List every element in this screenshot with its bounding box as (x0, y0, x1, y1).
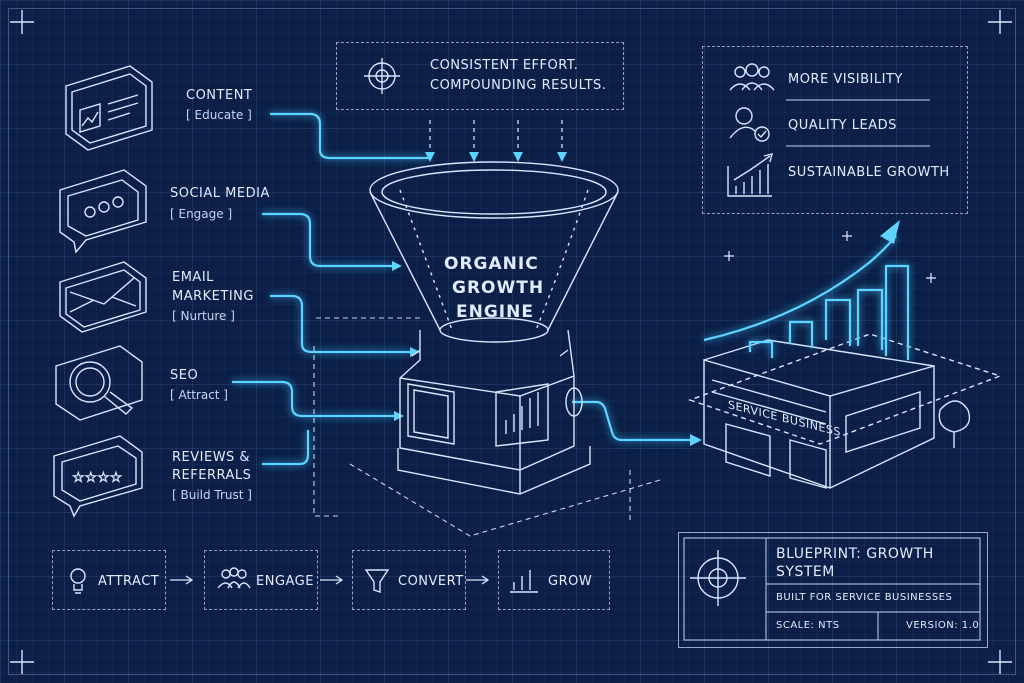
outcomes-box (702, 46, 968, 214)
drawing-border (8, 8, 1016, 675)
input-label-reviews: REVIEWS & (172, 450, 251, 465)
outcome-leads: QUALITY LEADS (788, 118, 897, 133)
outcome-visibility: MORE VISIBILITY (788, 72, 903, 87)
flow-label-engage: ENGAGE (256, 574, 314, 589)
input-label-seo: SEO (170, 368, 199, 383)
title-block-title-2: SYSTEM (776, 564, 835, 580)
input-label-social: SOCIAL MEDIA (170, 186, 270, 201)
browser-window-icon (65, 65, 153, 151)
flow-label-convert: CONVERT (398, 574, 464, 589)
flow-step-engage (204, 550, 318, 610)
title-block-version: VERSION: 1.0 (906, 620, 980, 631)
title-block-subtitle: BUILT FOR SERVICE BUSINESSES (776, 592, 953, 603)
bar-chart-icon (510, 570, 538, 593)
envelope-icon (59, 261, 147, 333)
engine-title-2: GROWTH (452, 278, 545, 298)
funnel (369, 161, 619, 343)
lightbulb-icon (70, 568, 86, 594)
input-label-email-2: MARKETING (172, 289, 254, 304)
input-tag-content: [ Educate ] (186, 108, 252, 122)
people-icon (217, 567, 251, 589)
top-note-box (336, 42, 624, 110)
flow-step-convert (352, 550, 466, 610)
user-check-icon (729, 107, 770, 142)
top-note-line-2: COMPOUNDING RESULTS. (430, 78, 607, 93)
input-label-email: EMAIL (172, 270, 214, 285)
magnifier-icon (55, 345, 143, 421)
input-tag-reviews: [ Build Trust ] (172, 488, 252, 502)
svg-text:☆☆☆☆: ☆☆☆☆ (72, 470, 122, 486)
engine-housing (397, 329, 591, 495)
title-target-icon (690, 550, 746, 606)
top-note-line-1: CONSISTENT EFFORT. (430, 58, 579, 73)
title-block (678, 532, 988, 648)
engine-title-1: ORGANIC (444, 254, 539, 274)
input-tag-social: [ Engage ] (170, 207, 233, 221)
chat-bubble-icon (59, 169, 147, 254)
title-block-title-1: BLUEPRINT: GROWTH (776, 546, 934, 562)
title-block-scale: SCALE: NTS (776, 620, 840, 631)
target-icon (364, 58, 400, 94)
flow-step-grow (498, 550, 610, 610)
outcome-growth: SUSTAINABLE GROWTH (788, 165, 950, 180)
flow-label-grow: GROW (548, 574, 593, 589)
input-tag-email: [ Nurture ] (172, 309, 235, 323)
service-business-building (687, 333, 1003, 489)
input-label-content: CONTENT (186, 88, 253, 103)
input-tag-seo: [ Attract ] (170, 388, 228, 402)
star-rating-icon: ☆☆☆☆ (53, 435, 143, 518)
team-icon (729, 63, 775, 91)
funnel-icon (364, 569, 390, 593)
flow-step-attract (52, 550, 166, 610)
growth-chart-icon (727, 153, 773, 197)
flow-label-attract: ATTRACT (98, 574, 160, 589)
engine-title-3: ENGINE (456, 302, 534, 322)
input-label-reviews-2: REFERRALS (172, 468, 252, 483)
